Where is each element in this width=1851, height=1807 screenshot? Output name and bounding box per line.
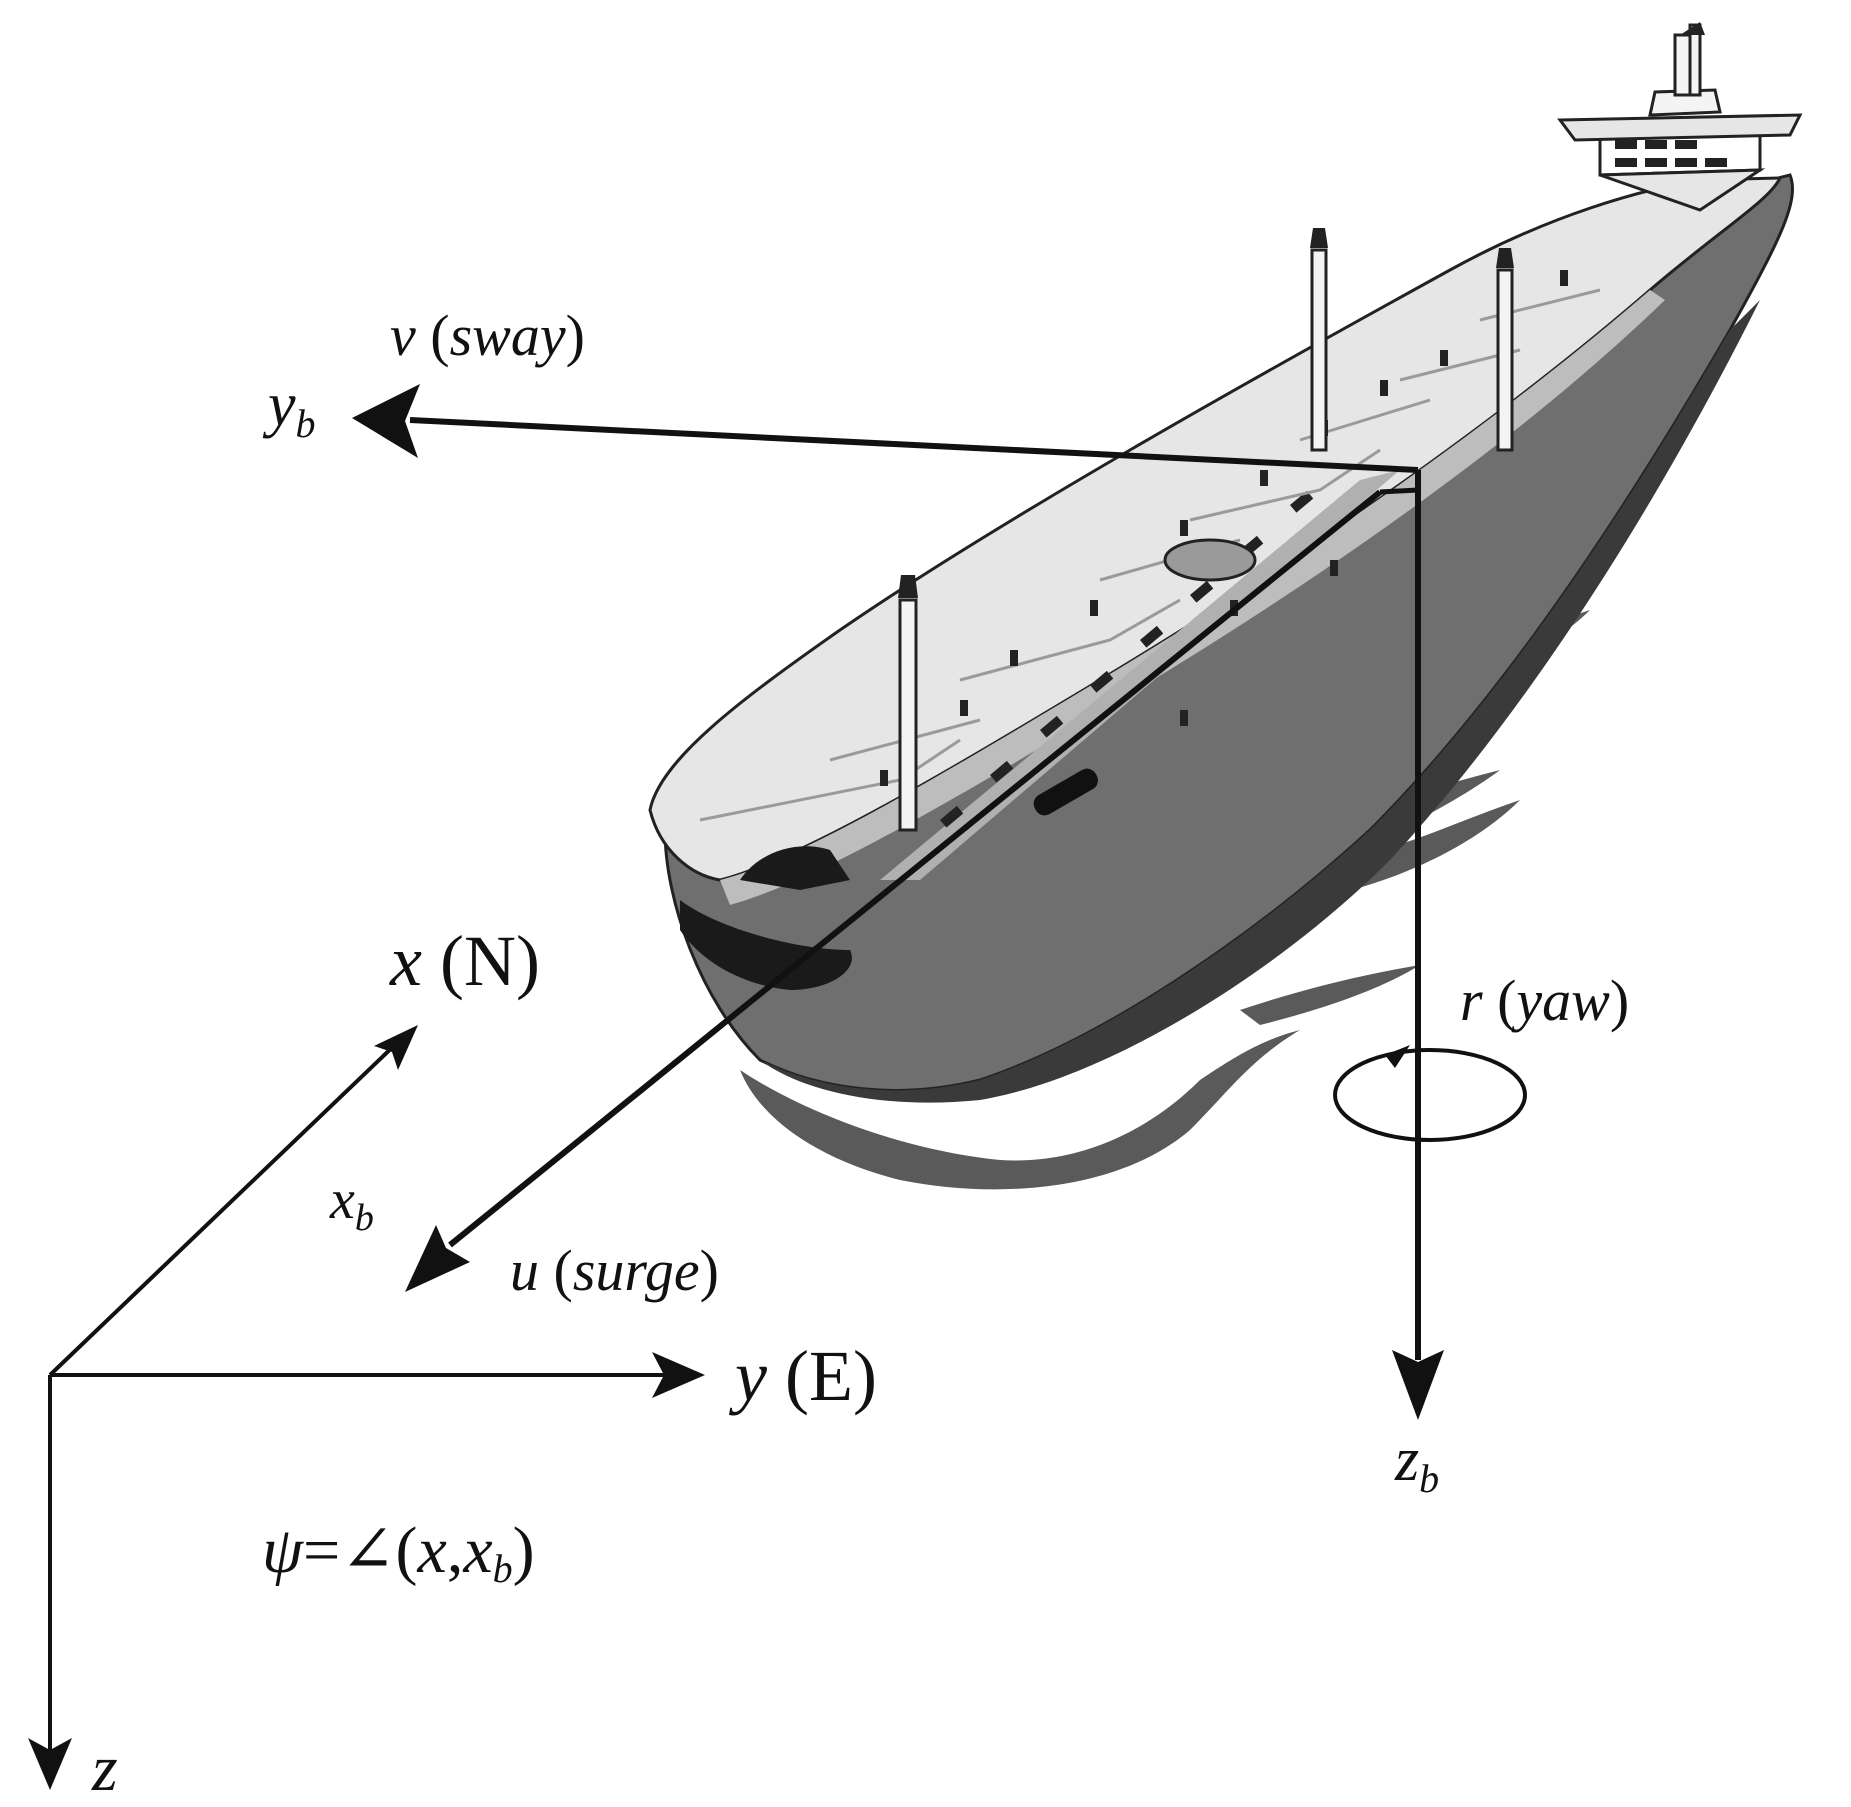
body-frame-connector xyxy=(1379,487,1419,495)
z-down-arrowhead xyxy=(28,1738,72,1790)
deck-edge xyxy=(720,290,1665,905)
label-psi-equation: ψ=∠(x,xb) xyxy=(262,1514,535,1591)
label-r-yaw: r (yaw) xyxy=(1460,968,1629,1033)
deck-opening xyxy=(1033,768,1098,816)
ship-masts xyxy=(898,248,1514,832)
body-frame-axes xyxy=(352,384,1527,1420)
x-north-arrowhead xyxy=(374,1025,418,1070)
ned-frame-axes xyxy=(28,1025,705,1790)
label-xb: xb xyxy=(329,1169,374,1239)
label-y-east: y (E) xyxy=(728,1336,877,1416)
circular-arrow-icon xyxy=(1333,1045,1527,1142)
midship-dome xyxy=(1163,538,1257,582)
zb-axis-arrow xyxy=(1392,470,1444,1420)
x-north-axis-line xyxy=(48,1038,402,1377)
y-east-arrowhead xyxy=(652,1352,705,1398)
label-z: z xyxy=(91,1732,118,1805)
tanker-ship-illustration xyxy=(648,22,1803,1190)
label-yb: yb xyxy=(262,371,316,446)
ship-bridge xyxy=(1557,22,1803,212)
mast-tops xyxy=(898,228,1514,598)
hull-shadow xyxy=(760,300,1760,1103)
diagram-labels: v (sway) yb x (N) xb u (surge) y (E) r (… xyxy=(91,303,1629,1805)
label-u-surge: u (surge) xyxy=(510,1238,719,1303)
label-x-north: x (N) xyxy=(389,921,540,1001)
label-v-sway: v (sway) xyxy=(390,303,585,368)
pipe-racks xyxy=(940,490,1314,828)
xb-axis-arrow xyxy=(405,489,1382,1292)
yb-axis-arrow xyxy=(352,384,1419,473)
deck-catwalk xyxy=(880,470,1400,880)
bow-winch xyxy=(740,846,850,890)
label-zb: zb xyxy=(1394,1426,1439,1501)
bow-anchor-area xyxy=(680,900,852,990)
